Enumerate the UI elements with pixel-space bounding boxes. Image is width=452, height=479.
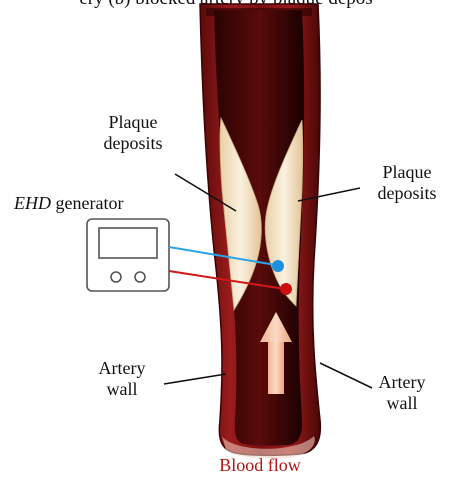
blood-flow-label: Blood flow <box>190 455 330 476</box>
red-electrode-tip <box>280 283 292 295</box>
ehd-text: EHD <box>14 193 51 213</box>
generator-text: generator <box>51 193 123 213</box>
ehd-generator-label: EHD generator <box>14 193 123 214</box>
plaque-right-label: Plaque deposits <box>362 162 452 204</box>
blue-electrode-tip <box>272 260 284 272</box>
leader-artery-left <box>164 374 226 384</box>
ehd-generator-icon <box>87 219 169 291</box>
plaque-left-label: Plaque deposits <box>88 112 178 154</box>
artery-wall-left-label: Artery wall <box>82 358 162 400</box>
artery-wall-right-label: Artery wall <box>362 372 442 414</box>
